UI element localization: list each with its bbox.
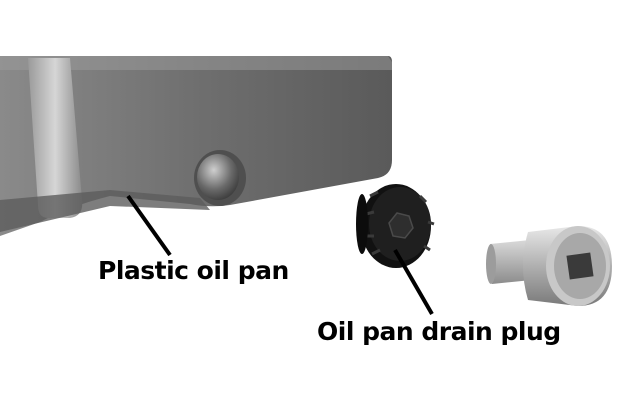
drain-plug	[356, 184, 435, 268]
oil-pan-label: Plastic oil pan	[98, 256, 289, 285]
drain-plug-leader-line	[393, 248, 434, 316]
oil-pan	[0, 56, 392, 236]
oil-pan-leader-line	[126, 194, 172, 257]
drain-plug-label: Oil pan drain plug	[317, 317, 561, 346]
drive-socket	[486, 226, 612, 306]
